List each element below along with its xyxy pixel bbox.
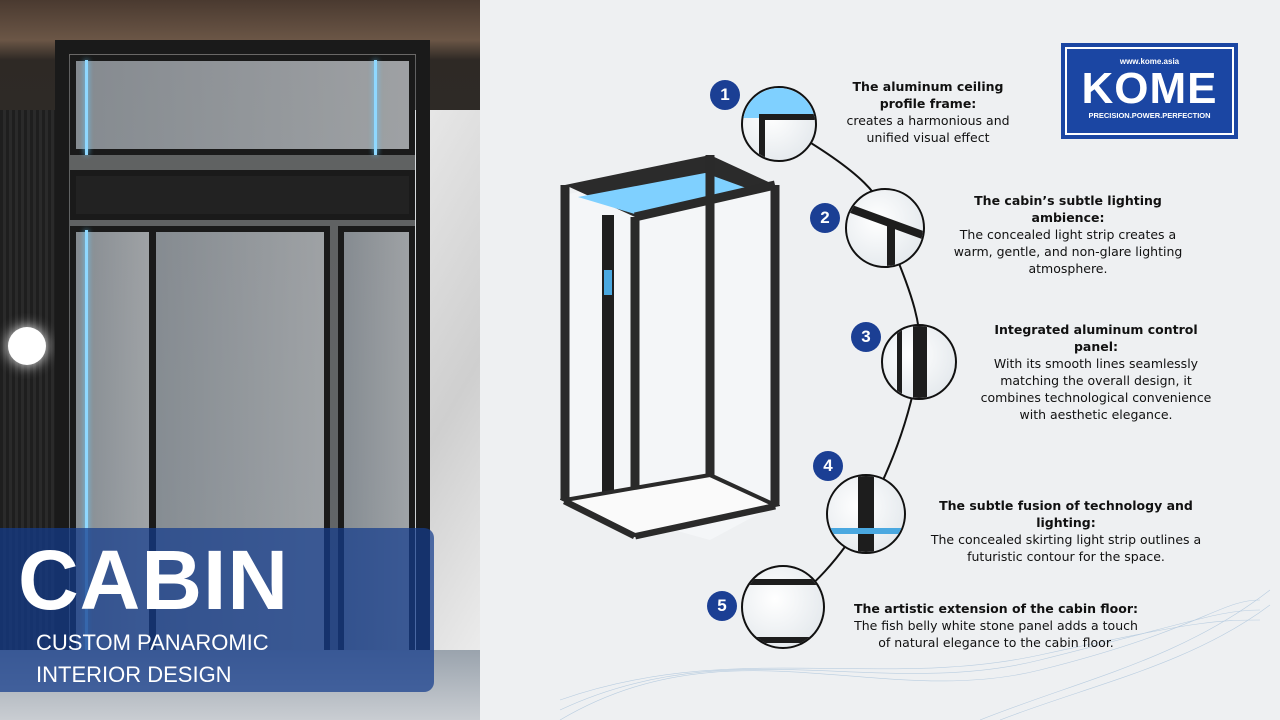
logo-name: KOME <box>1081 64 1218 113</box>
subtitle-line-1: CUSTOM PANAROMIC <box>36 630 269 655</box>
feature-text: creates a harmonious and unified visual … <box>846 113 1010 145</box>
page-title: CABIN <box>18 533 289 627</box>
title-overlay <box>0 528 434 692</box>
cabin-illustration <box>560 155 780 540</box>
badge-3: 3 <box>851 322 881 352</box>
feature-title: The artistic extension of the cabin floo… <box>853 601 1139 616</box>
feature-5: The artistic extension of the cabin floo… <box>848 600 1144 651</box>
feature-title: Integrated aluminum control panel: <box>994 322 1198 354</box>
feature-text: With its smooth lines seamlessly matchin… <box>980 356 1212 422</box>
logo-url: www.kome.asia <box>1119 57 1180 66</box>
detail-skirting-light <box>826 474 906 554</box>
feature-title: The aluminum ceiling profile frame: <box>852 79 1004 111</box>
feature-text: The concealed light strip creates a warm… <box>953 227 1183 276</box>
feature-1: The aluminum ceiling profile frame:creat… <box>845 78 1011 146</box>
feature-title: The subtle fusion of technology and ligh… <box>939 498 1193 530</box>
feature-text: The concealed skirting light strip outli… <box>930 532 1202 564</box>
led-strip <box>85 60 88 155</box>
subtitle-line-2: INTERIOR DESIGN <box>36 662 232 687</box>
detail-control-panel <box>881 324 957 400</box>
badge-2: 2 <box>810 203 840 233</box>
detail-ceiling-frame <box>741 86 817 162</box>
feature-3: Integrated aluminum control panel:With i… <box>980 321 1212 423</box>
top-glass <box>70 55 415 155</box>
detail-lighting <box>845 188 925 268</box>
badge-1: 1 <box>710 80 740 110</box>
feature-title: The cabin’s subtle lighting ambience: <box>974 193 1162 225</box>
led-strip <box>85 230 88 690</box>
badge-4: 4 <box>813 451 843 481</box>
detail-floor <box>741 565 825 649</box>
feature-2: The cabin’s subtle lighting ambience:The… <box>940 192 1196 277</box>
wave-decoration <box>559 589 1271 720</box>
feature-4: The subtle fusion of technology and ligh… <box>915 497 1217 565</box>
feature-text: The fish belly white stone panel adds a … <box>854 618 1138 650</box>
wall-lamp <box>8 327 46 365</box>
badge-5: 5 <box>707 591 737 621</box>
led-strip <box>374 60 377 155</box>
header-bar <box>70 170 415 220</box>
logo-tagline: PRECISION.POWER.PERFECTION <box>1088 111 1211 120</box>
kome-logo: www.kome.asia KOME PRECISION.POWER.PERFE… <box>1061 43 1238 139</box>
